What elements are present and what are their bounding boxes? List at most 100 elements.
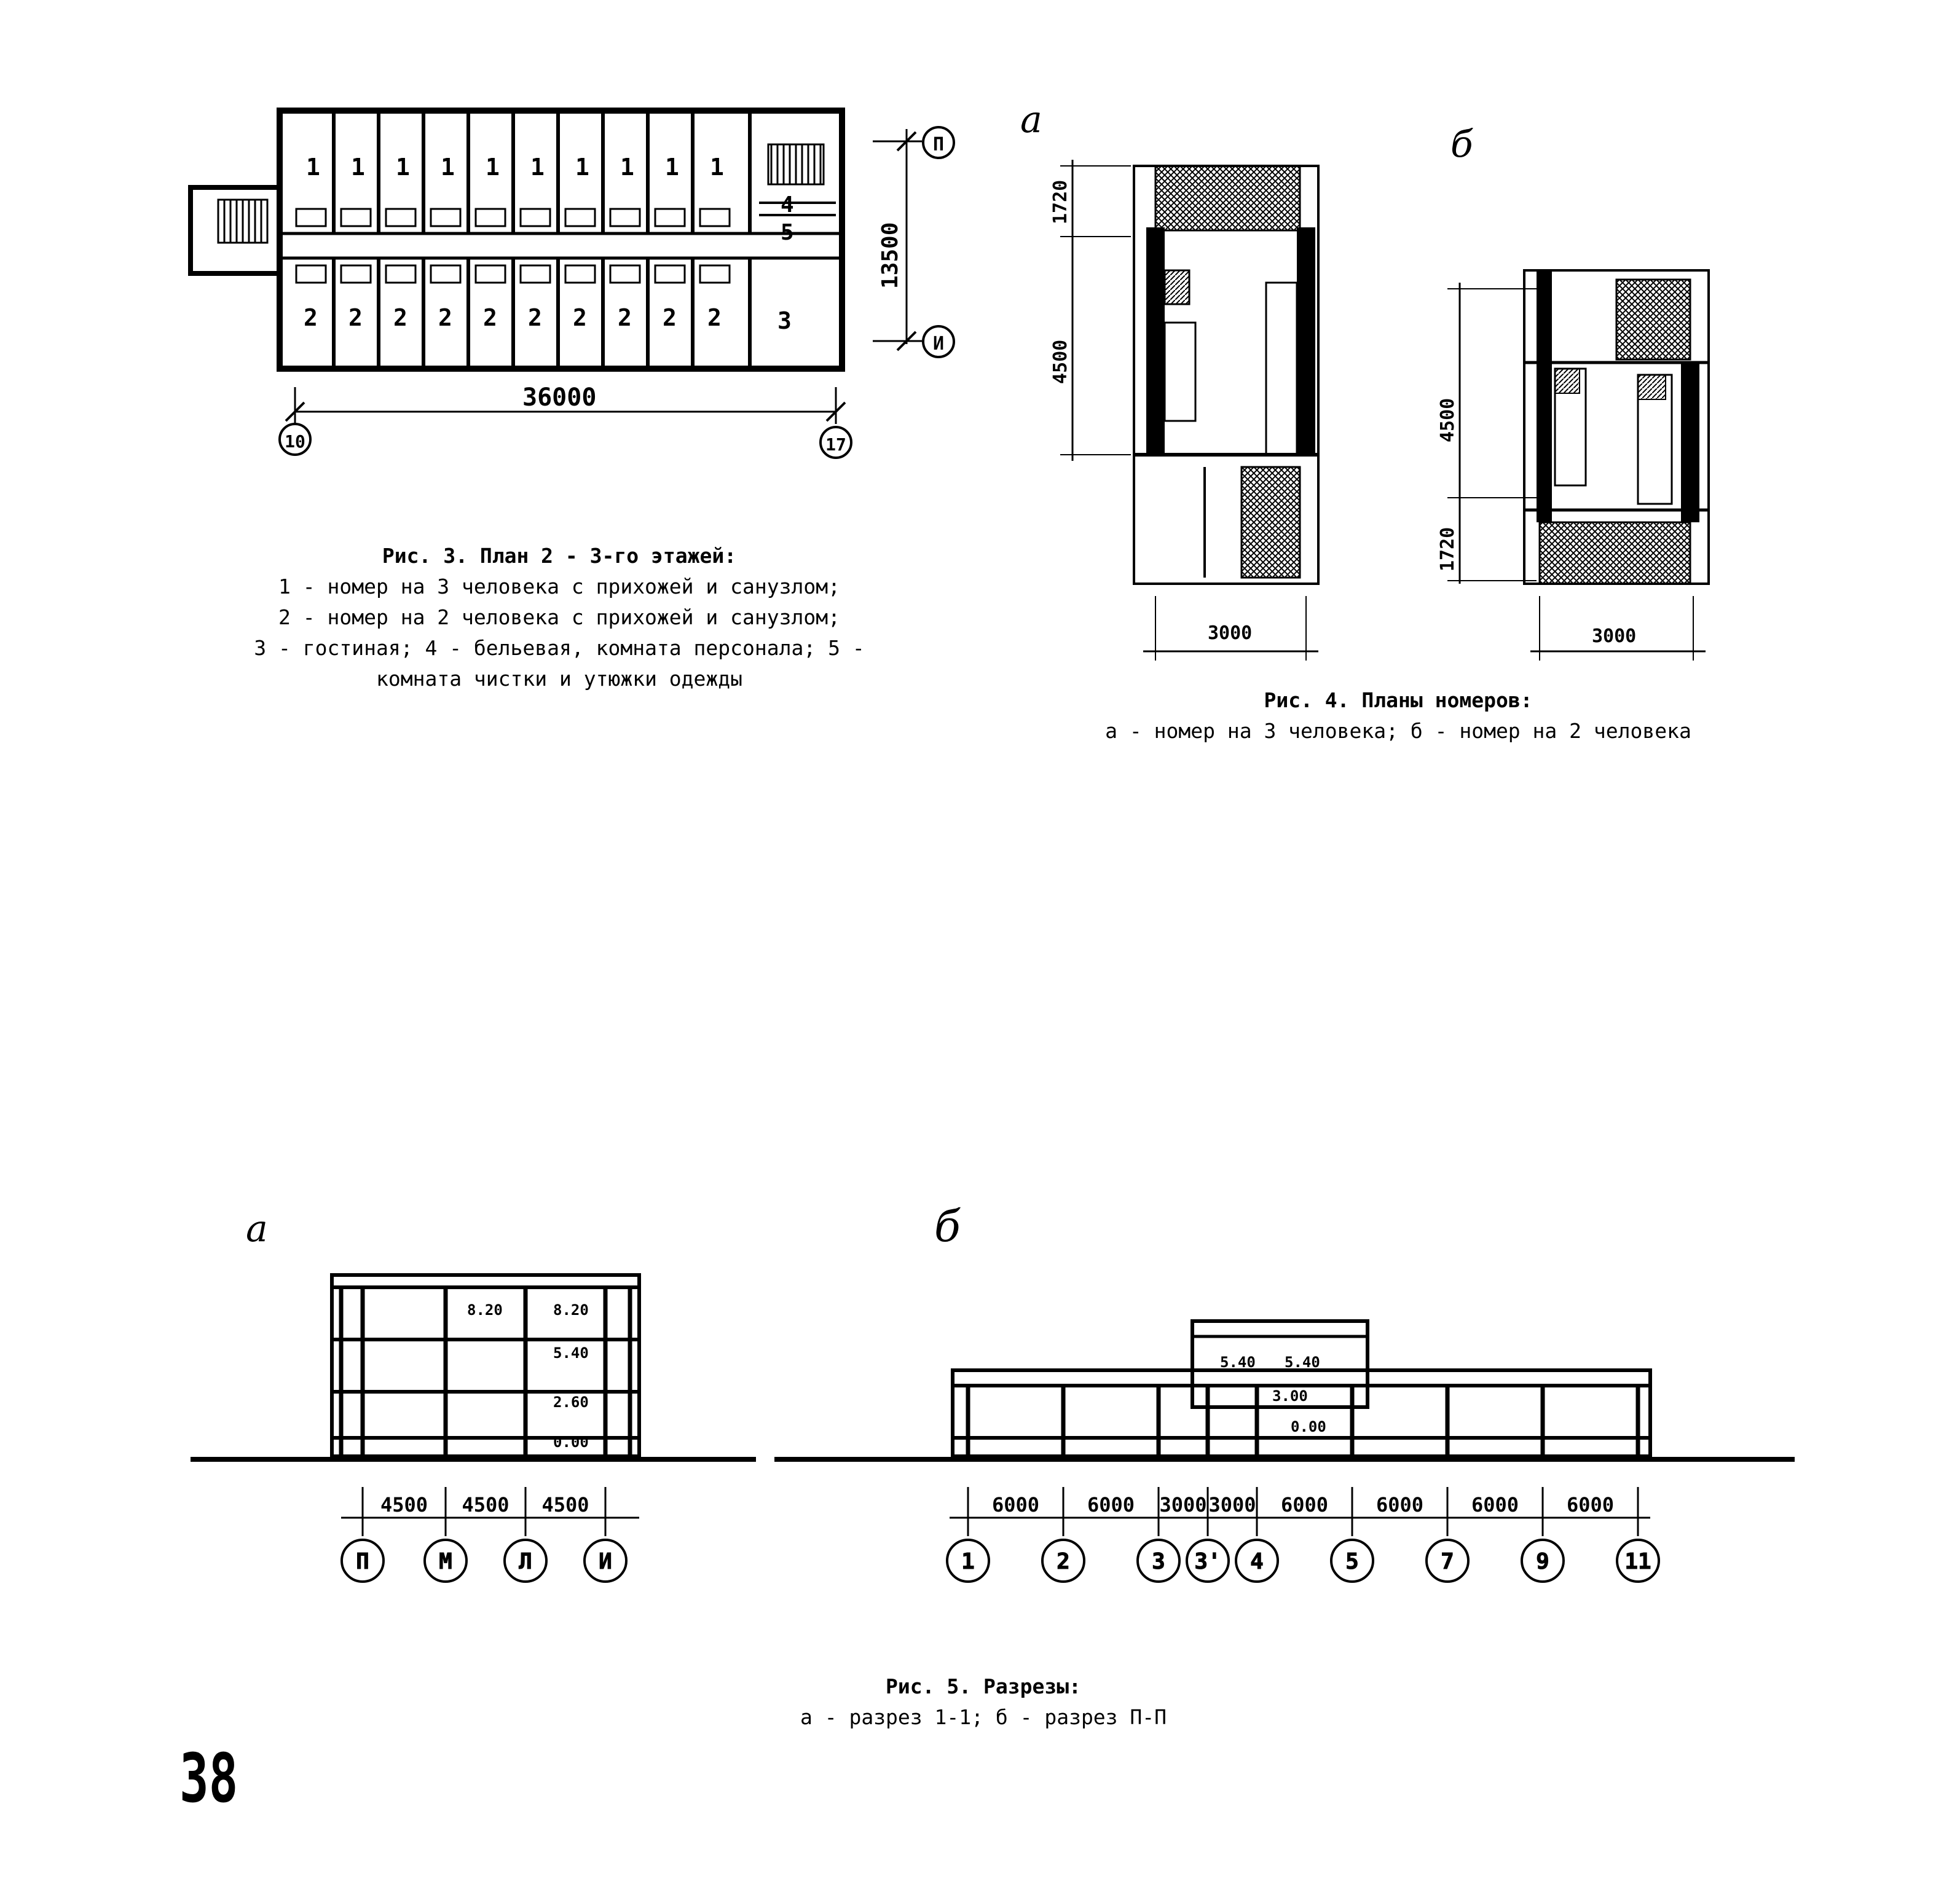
fig3-stair-hatch [217, 198, 269, 244]
fig3-bath-bottom [295, 264, 327, 284]
fig3-caption-line: комната чистки и утюжки одежды [376, 667, 743, 691]
fig3-bath-bottom [474, 264, 506, 284]
fig3-axis-top-bubble [922, 126, 955, 159]
fig4b-balcony [1538, 521, 1691, 585]
fig5-caption-title: Рис. 5. Разрезы: [886, 1674, 1081, 1698]
fig5-caption: Рис. 5. Разрезы: а - разрез 1-1; б - раз… [738, 1671, 1229, 1733]
fig4-caption: Рис. 4. Планы номеров: а - номер на 3 че… [1020, 685, 1776, 747]
fig5a-axis-label: П [356, 1549, 369, 1574]
fig3-axis-top: П [933, 134, 944, 155]
fig5b-axis-bubble [1041, 1539, 1085, 1583]
fig3-room-label-1: 1 [441, 154, 455, 181]
fig5a-dim: 4500 [380, 1493, 428, 1516]
fig5b-axis-label: 7 [1441, 1549, 1454, 1574]
fig5b-axis-bubble [1616, 1539, 1660, 1583]
fig3-caption-line: 3 - гостиная; 4 - бельевая, комната перс… [254, 636, 865, 660]
fig5-label-b: б [934, 1201, 961, 1252]
fig5b-level-mark: 5.40 [1220, 1354, 1256, 1371]
fig3-axis-right-bubble [819, 426, 852, 459]
fig5b-upper-block [1191, 1319, 1369, 1409]
fig3-stair-right [767, 143, 825, 186]
fig4a-balcony [1154, 165, 1301, 232]
fig3-stair-annex [188, 185, 282, 276]
fig3-bath-top [654, 208, 686, 227]
fig3-room-label-4: 4 [781, 192, 794, 218]
fig5b-dim: 6000 [1087, 1493, 1135, 1516]
fig3-caption-line: 1 - номер на 3 человека с прихожей и сан… [278, 575, 840, 598]
fig5b-axis-label: 11 [1624, 1549, 1651, 1574]
fig5b-axis-bubble [1521, 1539, 1565, 1583]
fig4a-bathroom [1240, 466, 1301, 579]
fig4b-dim-mid: 4500 [1437, 398, 1458, 442]
fig3-bath-bottom [609, 264, 641, 284]
fig5b-level-mark: 3.00 [1272, 1387, 1308, 1405]
fig3-room-label-2: 2 [304, 304, 318, 331]
fig3-room-label-1: 1 [396, 154, 410, 181]
fig3-dim-width: 36000 [522, 383, 596, 412]
fig5b-axis-label: 1 [961, 1549, 975, 1574]
fig3-bath-bottom [385, 264, 417, 284]
fig5a-level-mark: 8.20 [467, 1301, 503, 1319]
fig4a-dim-width: 3000 [1208, 622, 1252, 644]
fig3-bath-top [385, 208, 417, 227]
fig3-bath-bottom [654, 264, 686, 284]
fig3-bath-top [430, 208, 462, 227]
fig3-bath-bottom [340, 264, 372, 284]
fig5a-level-mark: 2.60 [553, 1394, 589, 1411]
fig5a-level-mark: 5.40 [553, 1344, 589, 1362]
fig5a-level-mark: 8.20 [553, 1301, 589, 1319]
fig4b-bathroom [1615, 278, 1691, 361]
fig3-bath-bottom [564, 264, 596, 284]
fig5b-axis-bubble [1235, 1539, 1279, 1583]
fig3-bath-top [474, 208, 506, 227]
fig5b-dim: 6000 [1567, 1493, 1614, 1516]
fig3-room-label-1: 1 [486, 154, 500, 181]
fig3-dim-depth: 13500 [878, 222, 903, 289]
fig3-room-label-1: 1 [620, 154, 634, 181]
fig3-room-label-1: 1 [351, 154, 365, 181]
fig4a-dim-mid: 4500 [1050, 340, 1071, 384]
fig5b-dim: 3000 [1208, 1493, 1256, 1516]
fig5b-axis-bubble [1186, 1539, 1230, 1583]
fig5b-dim: 6000 [1281, 1493, 1328, 1516]
fig3-room-label-2: 2 [528, 304, 542, 331]
fig3-room-label-1: 1 [306, 154, 320, 181]
fig5b-axis-bubble [946, 1539, 990, 1583]
fig3-axis-left-bubble [278, 423, 312, 456]
fig5b-axis-label: 2 [1057, 1549, 1070, 1574]
fig3-bath-top [564, 208, 596, 227]
fig5b-axis-bubble [1136, 1539, 1181, 1583]
fig4b-dim-width: 3000 [1592, 626, 1636, 647]
fig3-bath-bottom [430, 264, 462, 284]
fig4-caption-title: Рис. 4. Планы номеров: [1264, 688, 1533, 712]
fig3-room-label-2: 2 [707, 304, 722, 331]
fig3-room-label-2: 2 [393, 304, 407, 331]
fig5b-dim: 6000 [1471, 1493, 1519, 1516]
fig5a-axis-bubble [423, 1539, 468, 1583]
fig3-room-label-2: 2 [573, 304, 587, 331]
fig5b-dim: 6000 [1376, 1493, 1423, 1516]
fig5a-dim: 4500 [541, 1493, 589, 1516]
fig5b-dim: 3000 [1159, 1493, 1206, 1516]
fig5b-axis-bubble [1330, 1539, 1374, 1583]
fig5a-axis-label: Л [519, 1549, 532, 1574]
fig3-axis-right: 17 [825, 434, 846, 455]
fig5a-axis-bubble [340, 1539, 385, 1583]
fig4a-dim-top: 1720 [1050, 180, 1071, 224]
page-number: 38 [179, 1739, 238, 1818]
fig3-room-label-2: 2 [348, 304, 363, 331]
fig3-bath-top [519, 208, 551, 227]
fig5a-axis-bubble [503, 1539, 548, 1583]
fig3-bath-top [699, 208, 731, 227]
fig5b-level-mark: 0.00 [1291, 1418, 1326, 1435]
fig5b-axis-label: 3' [1194, 1549, 1221, 1574]
fig5a-axis-label: И [599, 1549, 612, 1574]
fig5a-level-mark: 0.00 [553, 1434, 589, 1451]
fig3-room-label-1: 1 [575, 154, 589, 181]
fig3-bath-bottom [699, 264, 731, 284]
fig4-label-b: б [1450, 123, 1473, 166]
fig3-room-label-1: 1 [530, 154, 545, 181]
fig3-bath-top [340, 208, 372, 227]
fig5a-axis-label: М [439, 1549, 452, 1574]
